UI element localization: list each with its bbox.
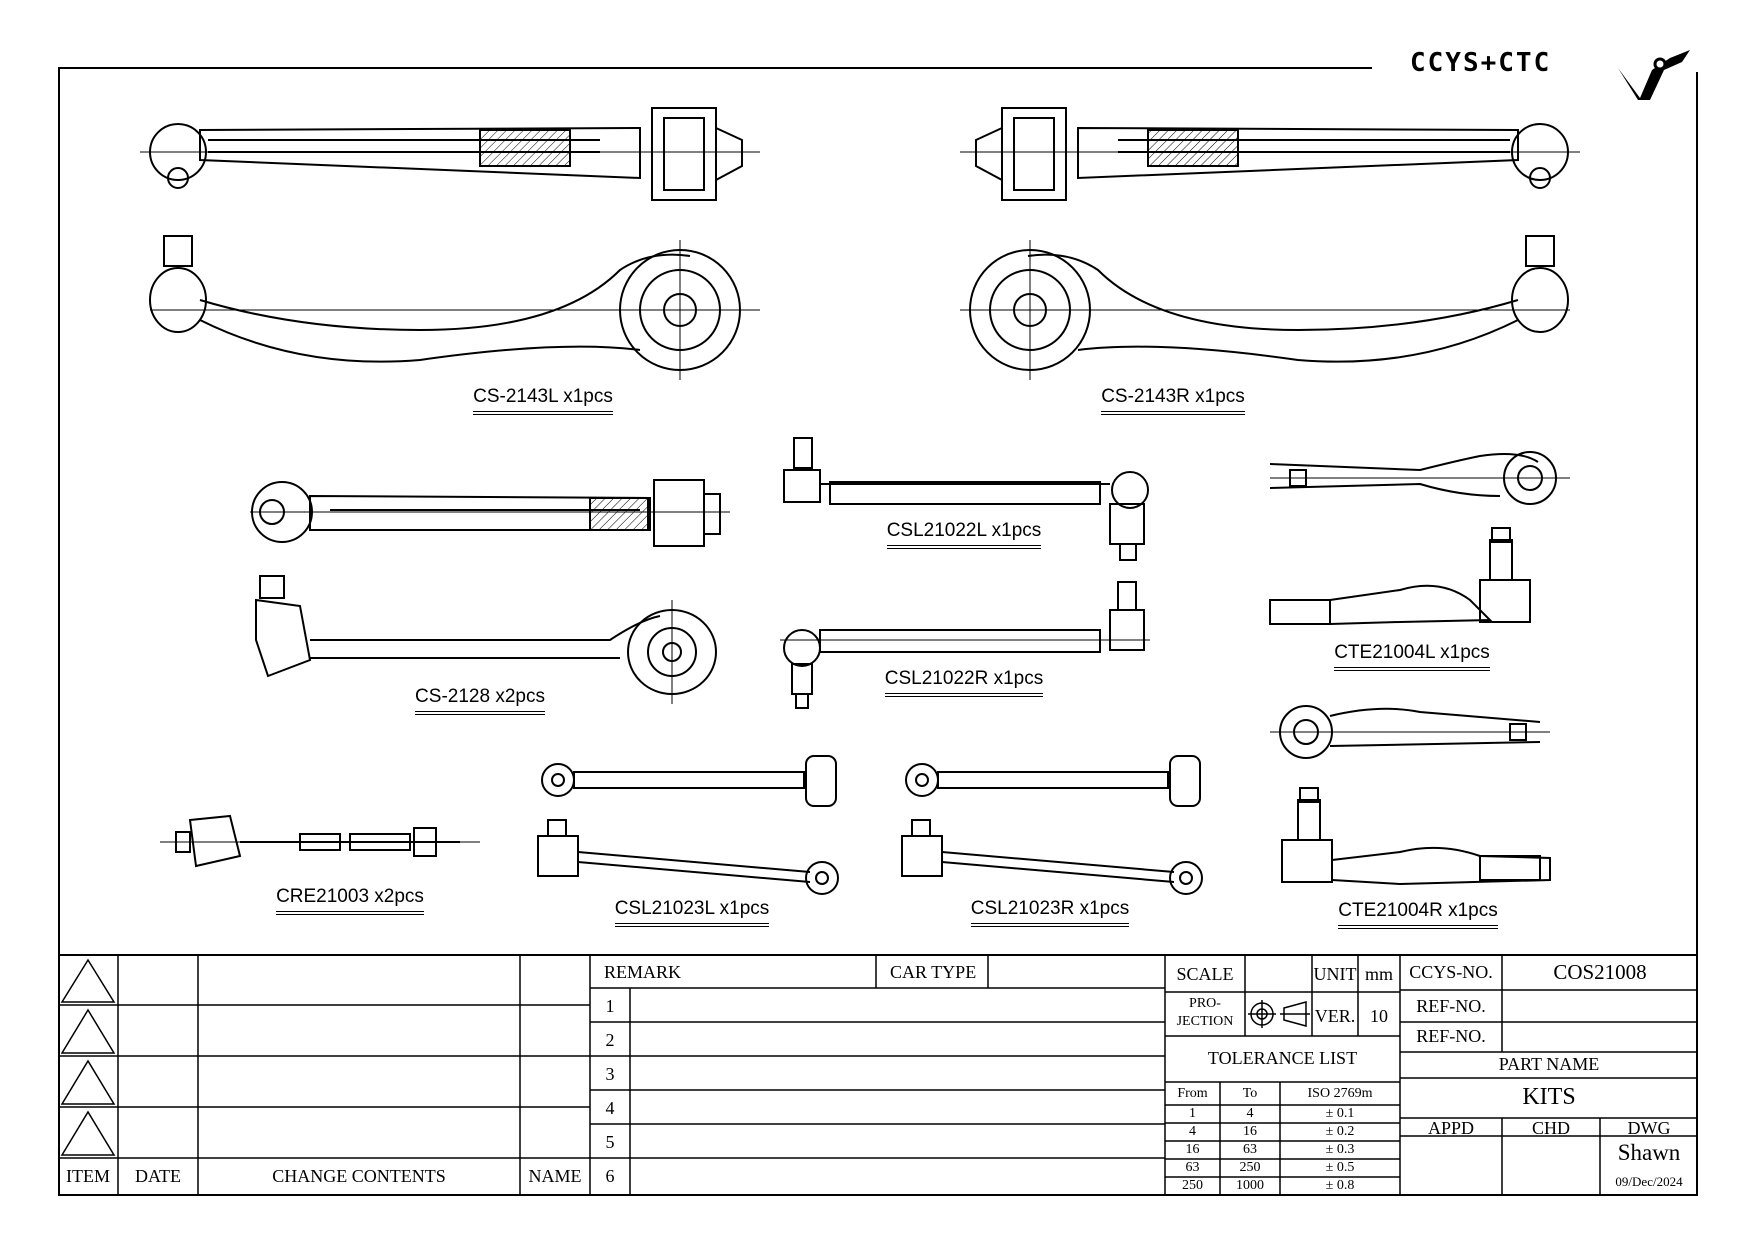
tolerance-value: ± 0.2 (1325, 1124, 1355, 1139)
tolerance-from: 4 (1189, 1124, 1196, 1139)
part-name-label: PART NAME (1498, 1054, 1600, 1074)
part-cs2128-top-view (250, 479, 730, 547)
tolerance-value: ± 0.3 (1325, 1142, 1355, 1157)
specs-grid (1165, 955, 1401, 1194)
caption-text: CS-2143R x1pcs (1101, 386, 1245, 415)
part-csl21022r (780, 581, 1150, 709)
tolerance-header-iso: ISO 2769m (1307, 1086, 1373, 1101)
tolerance-to: 1000 (1236, 1178, 1264, 1193)
ver-value: 10 (1370, 1006, 1388, 1026)
caption-csl21023l: CSL21023L x1pcs (592, 898, 792, 927)
part-csl21023l (537, 755, 839, 895)
ref-no-label-1: REF-NO. (1416, 996, 1486, 1016)
ccys-no-value: COS21008 (1553, 960, 1647, 984)
drawing-frame (58, 67, 1698, 1196)
remark-row-number: 4 (605, 1098, 615, 1118)
projection-label-line1: PRO- (1189, 996, 1221, 1011)
part-cte21004l-top (1269, 451, 1570, 505)
part-cs2128-side-view (255, 575, 717, 704)
appd-label: APPD (1427, 1118, 1475, 1138)
remark-row-number: 3 (605, 1064, 615, 1084)
caption-cte21004r: CTE21004R x1pcs (1318, 900, 1518, 929)
part-cs2143l-top-view (140, 107, 760, 201)
caption-cs-2143r: CS-2143R x1pcs (1062, 386, 1284, 415)
tolerance-from: 16 (1185, 1142, 1200, 1157)
part-cs2143r-side-view (960, 235, 1570, 380)
caption-csl21022l: CSL21022L x1pcs (868, 520, 1060, 549)
tolerance-from: 63 (1185, 1160, 1200, 1175)
revision-triangle-icons (60, 958, 116, 1156)
caption-text: CTE21004R x1pcs (1338, 900, 1498, 929)
header-change-contents: CHANGE CONTENTS (272, 1166, 446, 1186)
caption-text: CSL21022R x1pcs (884, 668, 1044, 697)
part-cte21004r-side (1281, 787, 1551, 886)
projection-symbol-icon (1248, 1000, 1310, 1028)
caption-cs-2143l: CS-2143L x1pcs (432, 386, 654, 415)
part-csl21022l (783, 437, 1149, 561)
caption-cte21004l: CTE21004L x1pcs (1312, 642, 1512, 671)
remark-row-number: 2 (605, 1030, 615, 1050)
car-type-label: CAR TYPE (890, 962, 977, 982)
scale-label: SCALE (1176, 964, 1234, 984)
remarks-grid (590, 955, 1166, 1194)
caption-cs-2128: CS-2128 x2pcs (380, 686, 580, 715)
header-date: DATE (135, 1166, 181, 1186)
part-cte21004r-top (1270, 705, 1550, 759)
part-name-value: KITS (1522, 1084, 1576, 1110)
tolerance-title: TOLERANCE LIST (1207, 1048, 1358, 1068)
dwg-date: 09/Dec/2024 (1615, 1174, 1683, 1189)
remark-row-number: 5 (605, 1132, 615, 1152)
tolerance-value: ± 0.5 (1325, 1160, 1355, 1175)
part-cs2143r-top-view (960, 107, 1580, 201)
caption-text: CSL21022L x1pcs (886, 520, 1042, 549)
tolerance-value: ± 0.8 (1325, 1178, 1355, 1193)
dwg-label: DWG (1627, 1118, 1671, 1138)
title-block-right-grid (1400, 955, 1698, 1194)
caption-text: CSL21023R x1pcs (970, 898, 1130, 927)
part-cre21003 (160, 814, 480, 868)
unit-label: UNIT (1313, 964, 1357, 984)
caption-text: CS-2128 x2pcs (415, 686, 545, 715)
remark-label: REMARK (604, 962, 682, 982)
remark-row-number: 6 (605, 1166, 615, 1186)
tolerance-to: 4 (1246, 1106, 1254, 1121)
unit-value: mm (1364, 964, 1393, 984)
header-item: ITEM (66, 1166, 110, 1186)
remark-row-number: 1 (605, 996, 615, 1016)
caption-csl21022r: CSL21022R x1pcs (864, 668, 1064, 697)
dwg-name: Shawn (1617, 1140, 1681, 1165)
ver-label: VER. (1314, 1006, 1356, 1026)
tolerance-from: 1 (1189, 1106, 1196, 1121)
header-name: NAME (528, 1166, 582, 1186)
tolerance-to: 63 (1243, 1142, 1257, 1157)
revision-table-grid (58, 955, 591, 1194)
caption-text: CRE21003 x2pcs (276, 886, 424, 915)
caption-text: CS-2143L x1pcs (473, 386, 613, 415)
tolerance-header-to: To (1242, 1086, 1258, 1101)
tolerance-to: 250 (1239, 1160, 1261, 1175)
brand-logo-text: CCYS+CTC (1410, 48, 1552, 78)
ref-no-label-2: REF-NO. (1416, 1026, 1486, 1046)
tolerance-header-from: From (1177, 1086, 1208, 1101)
part-csl21023r (901, 755, 1203, 895)
brand-logo: CCYS+CTC (1410, 48, 1551, 78)
part-cte21004l-side (1269, 527, 1531, 625)
chd-label: CHD (1531, 1118, 1570, 1138)
part-cs2143l-side-view (149, 235, 760, 380)
tolerance-from: 250 (1182, 1178, 1203, 1193)
caption-text: CSL21023L x1pcs (614, 898, 770, 927)
projection-label-line2: JECTION (1176, 1014, 1234, 1029)
caption-csl21023r: CSL21023R x1pcs (950, 898, 1150, 927)
tolerance-to: 16 (1243, 1124, 1257, 1139)
ccys-no-label: CCYS-NO. (1409, 962, 1493, 982)
frame-logo-gap (1372, 62, 1702, 72)
caption-text: CTE21004L x1pcs (1334, 642, 1490, 671)
caption-cre21003: CRE21003 x2pcs (250, 886, 450, 915)
tolerance-value: ± 0.1 (1325, 1106, 1355, 1121)
